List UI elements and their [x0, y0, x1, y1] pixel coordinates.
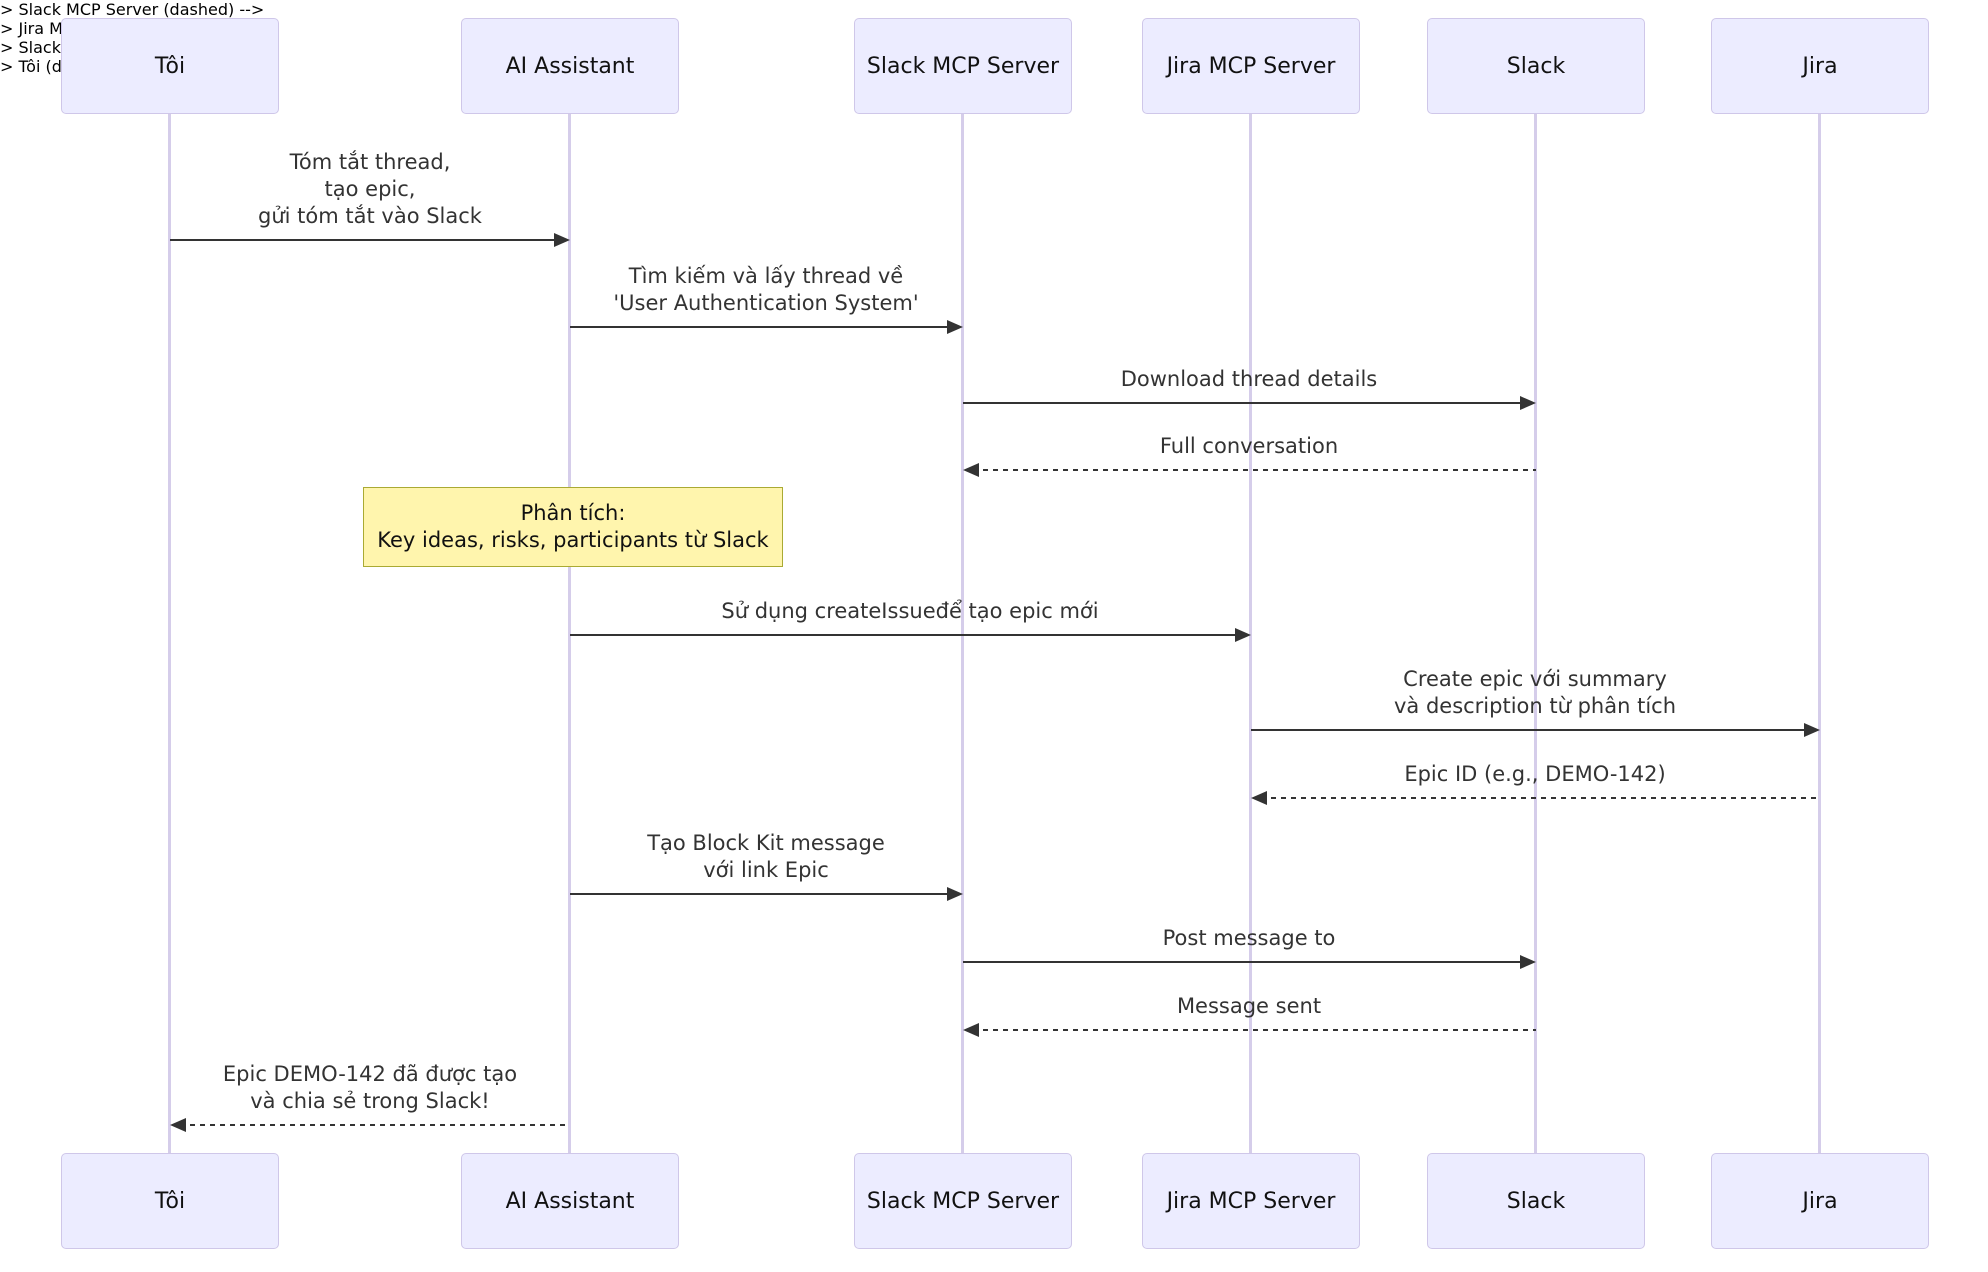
lifeline-slack-mcp-server: [961, 114, 964, 1153]
message-8-line: [570, 893, 953, 895]
message-6-label: Create epic với summary và description t…: [1393, 667, 1677, 718]
message-9-line: [963, 961, 1526, 963]
message-7-label: Epic ID (e.g., DEMO-142): [1404, 762, 1666, 786]
message-10-line: [973, 1029, 1536, 1031]
actor-jira-mcp-server-bottom: Jira MCP Server: [1142, 1153, 1360, 1249]
message-6-arrowhead-icon: [1804, 723, 1820, 737]
message-2-line: [570, 326, 953, 328]
note-phan-tich: Phân tích: Key ideas, risks, participant…: [363, 487, 783, 567]
message-4-arrowhead-icon: [963, 463, 979, 477]
actor-slack-top: Slack: [1427, 18, 1645, 114]
message-1-arrowhead-icon: [554, 233, 570, 247]
message-11-label: Epic DEMO-142 đã được tạo và chia sẻ tro…: [222, 1062, 518, 1113]
actor-ai-assistant-bottom: AI Assistant: [461, 1153, 679, 1249]
message-7-line: [1261, 797, 1820, 799]
message-11-line: [180, 1124, 570, 1126]
actor-jira-top: Jira: [1711, 18, 1929, 114]
message-4-line: [973, 469, 1536, 471]
message-9-arrowhead-icon: [1520, 955, 1536, 969]
message-5-arrowhead-icon: [1235, 628, 1251, 642]
message-11-arrowhead-icon: [170, 1118, 186, 1132]
message-7-arrowhead-icon: [1251, 791, 1267, 805]
message-3-label: Download thread details: [1120, 367, 1378, 391]
message-2-label: Tìm kiếm và lấy thread về 'User Authenti…: [613, 264, 919, 315]
actor-slack-bottom: Slack: [1427, 1153, 1645, 1249]
actor-toi-top: Tôi: [61, 18, 279, 114]
message-3-arrowhead-icon: [1520, 396, 1536, 410]
actor-slack-mcp-server-top: Slack MCP Server: [854, 18, 1072, 114]
message-9-label: Post message to: [1162, 926, 1336, 950]
lifeline-toi: [168, 114, 171, 1153]
message-5-line: [570, 634, 1241, 636]
actor-toi-bottom: Tôi: [61, 1153, 279, 1249]
message-10-arrowhead-icon: [963, 1023, 979, 1037]
lifeline-ai-assistant: [568, 114, 571, 1153]
lifeline-jira: [1818, 114, 1821, 1153]
message-5-label: Sử dụng createIssueđể tạo epic mới: [721, 599, 1099, 623]
message-6-line: [1251, 729, 1810, 731]
message-3-line: [963, 402, 1526, 404]
message-1-line: [170, 239, 560, 241]
message-4-label: Full conversation: [1159, 434, 1339, 458]
message-1-label: Tóm tắt thread, tạo epic, gửi tóm tắt và…: [258, 150, 482, 228]
actor-slack-mcp-server-bottom: Slack MCP Server: [854, 1153, 1072, 1249]
lifeline-slack: [1534, 114, 1537, 1153]
actor-jira-mcp-server-top: Jira MCP Server: [1142, 18, 1360, 114]
actor-jira-bottom: Jira: [1711, 1153, 1929, 1249]
actor-ai-assistant-top: AI Assistant: [461, 18, 679, 114]
message-2-arrowhead-icon: [947, 320, 963, 334]
message-8-label: Tạo Block Kit message với link Epic: [647, 831, 885, 882]
message-10-label: Message sent: [1176, 994, 1322, 1018]
message-8-arrowhead-icon: [947, 887, 963, 901]
